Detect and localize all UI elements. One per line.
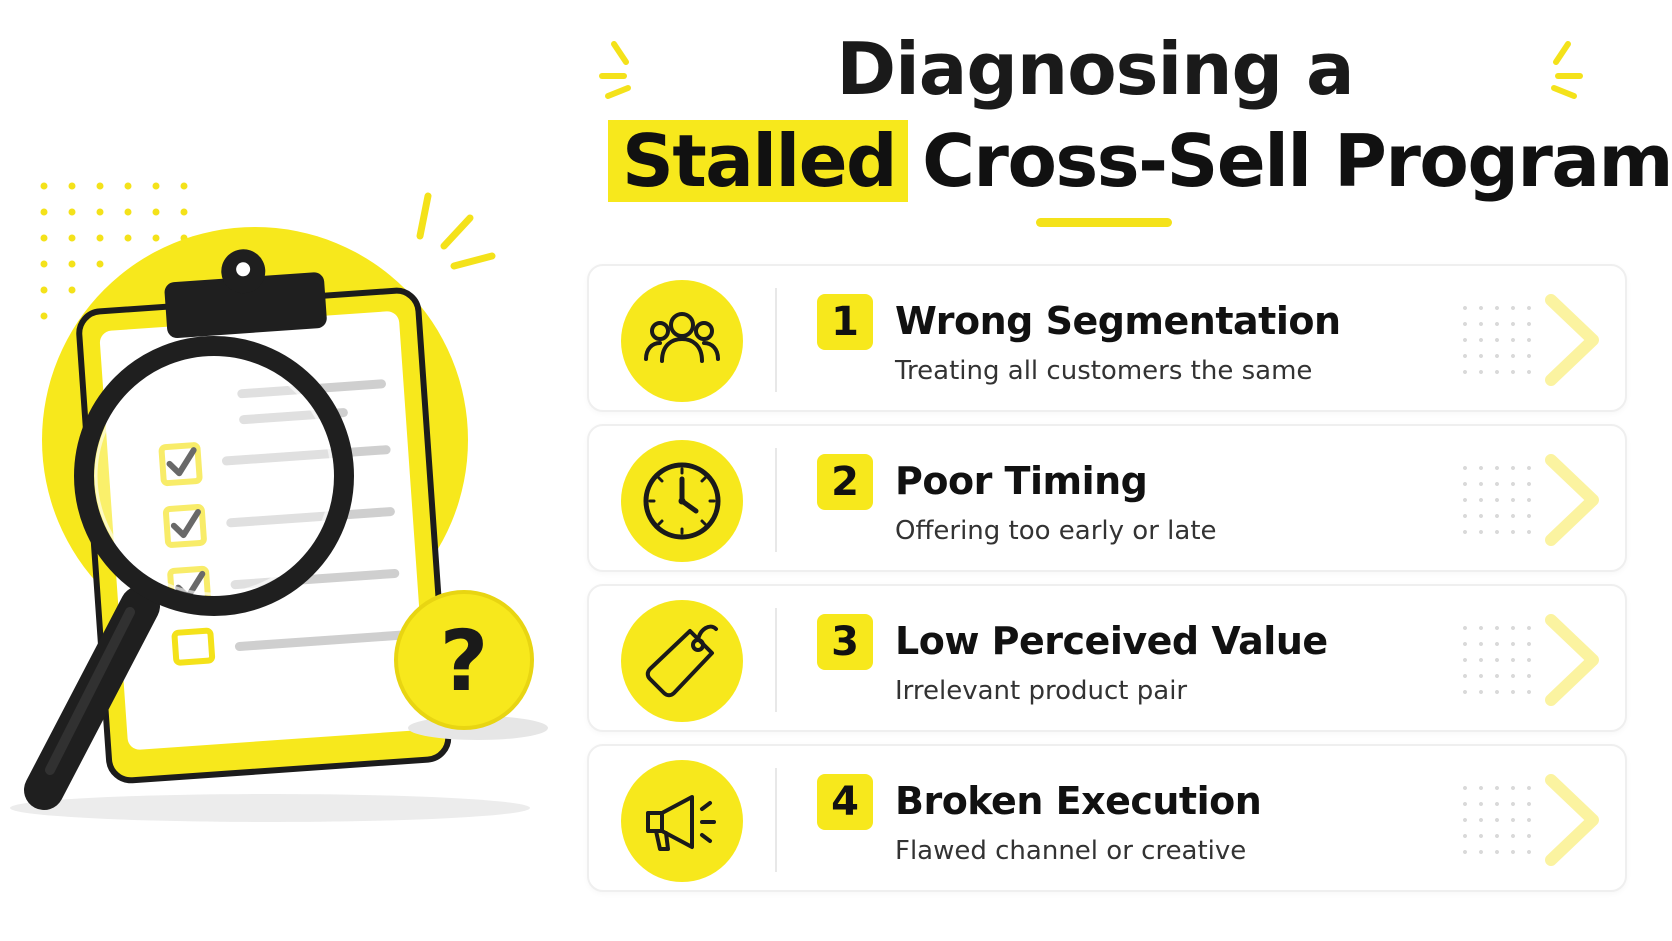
decorative-dots (1457, 300, 1537, 380)
issue-icon-circle (621, 440, 743, 562)
card-divider (775, 768, 777, 872)
svg-text:?: ? (440, 612, 489, 710)
issue-card-2: 2 Poor Timing Offering too early or late (587, 424, 1627, 572)
price-tag-icon (645, 624, 718, 698)
chevron-right-icon (1545, 614, 1599, 706)
issue-subtitle: Flawed channel or creative (895, 836, 1247, 866)
chevron-right-icon (1545, 774, 1599, 866)
diagnosis-illustration: ? (0, 0, 580, 941)
issue-number: 2 (817, 454, 873, 510)
issue-card-1: 1 Wrong Segmentation Treating all custom… (587, 264, 1627, 412)
issue-card-3: 3 Low Perceived Value Irrelevant product… (587, 584, 1627, 732)
title-sparkle-right-icon (1551, 41, 1583, 99)
issue-number: 1 (817, 294, 873, 350)
decorative-dots (1457, 620, 1537, 700)
issue-icon-circle (621, 600, 743, 722)
clipboard-magnifier-illustration: ? (10, 182, 548, 822)
magnifying-glass-icon (24, 336, 354, 810)
issue-number: 3 (817, 614, 873, 670)
title-sparkle-left-icon (599, 41, 631, 99)
card-divider (775, 448, 777, 552)
clock-icon (643, 462, 721, 540)
issue-title: Broken Execution (895, 779, 1262, 823)
issue-subtitle: Offering too early or late (895, 516, 1217, 546)
issue-number: 4 (817, 774, 873, 830)
decorative-dots (1457, 460, 1537, 540)
chevron-right-icon (1545, 294, 1599, 386)
megaphone-icon (646, 795, 716, 851)
issue-icon-circle (621, 280, 743, 402)
issue-title: Low Perceived Value (895, 619, 1328, 663)
dot-pattern (40, 182, 188, 320)
people-group-icon (644, 312, 720, 363)
title-rest: Cross-Sell Program (922, 119, 1672, 203)
issue-title: Poor Timing (895, 459, 1148, 503)
question-mark-badge-icon: ? (394, 590, 548, 740)
clipboard-icon (76, 249, 452, 784)
card-divider (775, 608, 777, 712)
issue-title: Wrong Segmentation (895, 299, 1341, 343)
title-underline (1036, 218, 1172, 227)
issue-card-4: 4 Broken Execution Flawed channel or cre… (587, 744, 1627, 892)
card-divider (775, 288, 777, 392)
chevron-right-icon (1545, 454, 1599, 546)
issue-subtitle: Irrelevant product pair (895, 676, 1188, 706)
decorative-dots (1457, 780, 1537, 860)
title-highlight: Stalled (608, 120, 909, 202)
issue-icon-circle (621, 760, 743, 882)
sparkle-lines (416, 192, 496, 270)
page-title-line1: Diagnosing a (836, 27, 1354, 111)
issue-subtitle: Treating all customers the same (895, 356, 1313, 386)
